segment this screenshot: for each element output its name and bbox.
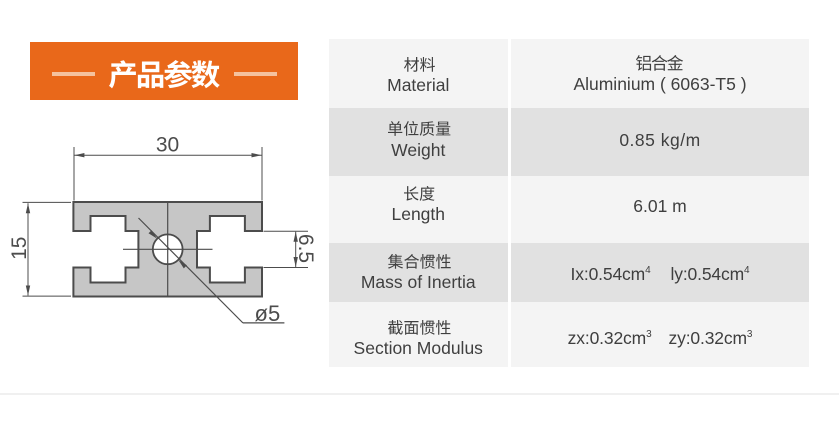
svg-text:6.5: 6.5	[294, 234, 317, 263]
svg-text:ø5: ø5	[255, 301, 281, 326]
svg-text:30: 30	[156, 133, 179, 156]
svg-text:15: 15	[8, 237, 31, 260]
